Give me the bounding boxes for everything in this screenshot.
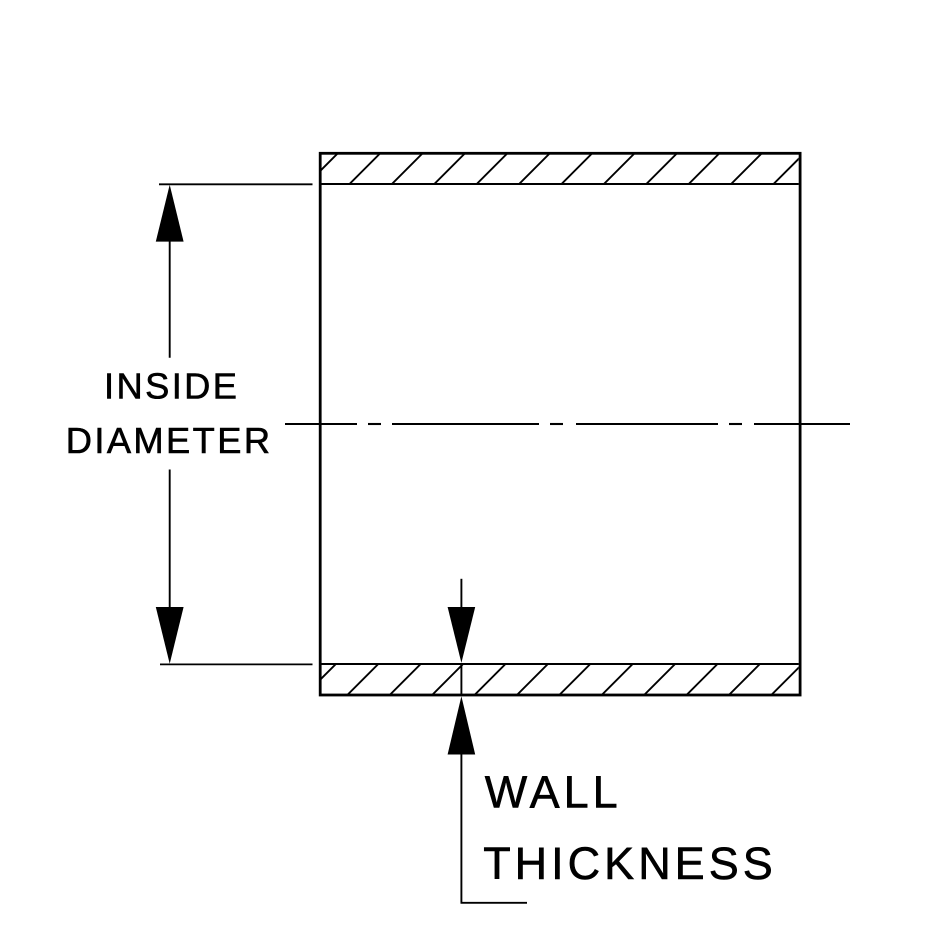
svg-text:WALL: WALL <box>485 767 622 818</box>
svg-text:INSIDE: INSIDE <box>104 365 239 406</box>
svg-text:THICKNESS: THICKNESS <box>483 838 777 889</box>
svg-text:DIAMETER: DIAMETER <box>66 420 273 461</box>
